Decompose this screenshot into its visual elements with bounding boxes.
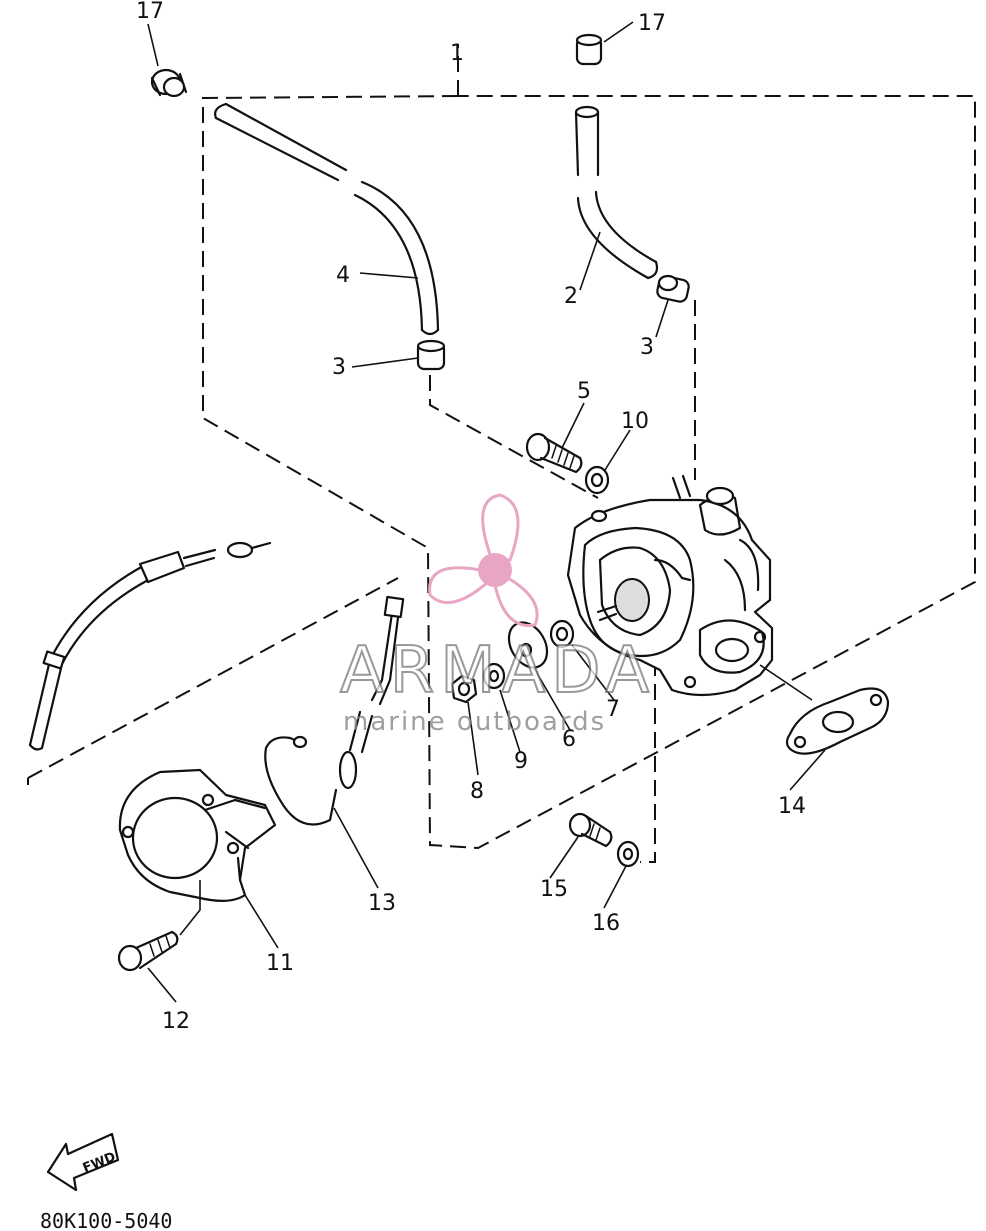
part-7-washer — [549, 619, 575, 649]
part-17-cap-right — [575, 33, 603, 66]
callout-1: 1 — [450, 41, 464, 66]
callout-3-left: 3 — [332, 355, 346, 380]
part-6-diaphragm — [507, 621, 549, 669]
leader-lines — [147, 21, 826, 1003]
callout-13: 13 — [368, 891, 396, 916]
part-16-washer — [616, 840, 640, 868]
assembly-connector-lines — [429, 300, 696, 863]
watermark-name: ARMADA — [340, 634, 655, 708]
part-12-bolt — [117, 930, 179, 972]
callout-9: 9 — [514, 749, 528, 774]
armada-logo-icon — [428, 493, 539, 627]
callout-5: 5 — [577, 379, 591, 404]
assembly-outline-1 — [202, 44, 976, 850]
callout-3-right: 3 — [640, 335, 654, 360]
drawing-code: 80K100-5040 — [40, 1209, 172, 1231]
part-2-hose — [574, 105, 659, 280]
part-15-bolt — [568, 812, 613, 848]
part-8-nut — [450, 674, 478, 704]
callout-8: 8 — [470, 779, 484, 804]
part-5-bolt — [525, 432, 583, 474]
fuel-pump-body — [566, 474, 774, 697]
fwd-arrow-icon: FWD — [46, 1132, 120, 1192]
choke-cable — [28, 541, 272, 751]
part-3-clip-right — [656, 274, 690, 303]
callout-12: 12 — [162, 1009, 190, 1034]
part-11-cover — [118, 768, 277, 902]
watermark-subtitle: marine outboards — [343, 707, 606, 737]
assembly-outline-cable-group — [27, 577, 399, 785]
part-13-cable — [264, 595, 405, 826]
part-9-nut — [482, 662, 506, 690]
callout-10: 10 — [621, 409, 649, 434]
callout-15: 15 — [540, 877, 568, 902]
callout-17-right: 17 — [638, 11, 666, 36]
callout-4: 4 — [336, 263, 350, 288]
part-14-gasket — [785, 687, 890, 755]
callout-14: 14 — [778, 794, 806, 819]
part-3-clip-left — [416, 339, 446, 371]
callout-11: 11 — [266, 951, 294, 976]
part-17-cap-left — [150, 68, 188, 98]
part-4-hose — [214, 102, 440, 336]
callout-6: 6 — [562, 727, 576, 752]
callout-17-left: 17 — [136, 0, 164, 24]
callout-16: 16 — [592, 911, 620, 936]
callout-2: 2 — [564, 284, 578, 309]
callout-7: 7 — [606, 697, 620, 722]
part-10-washer — [584, 465, 610, 495]
